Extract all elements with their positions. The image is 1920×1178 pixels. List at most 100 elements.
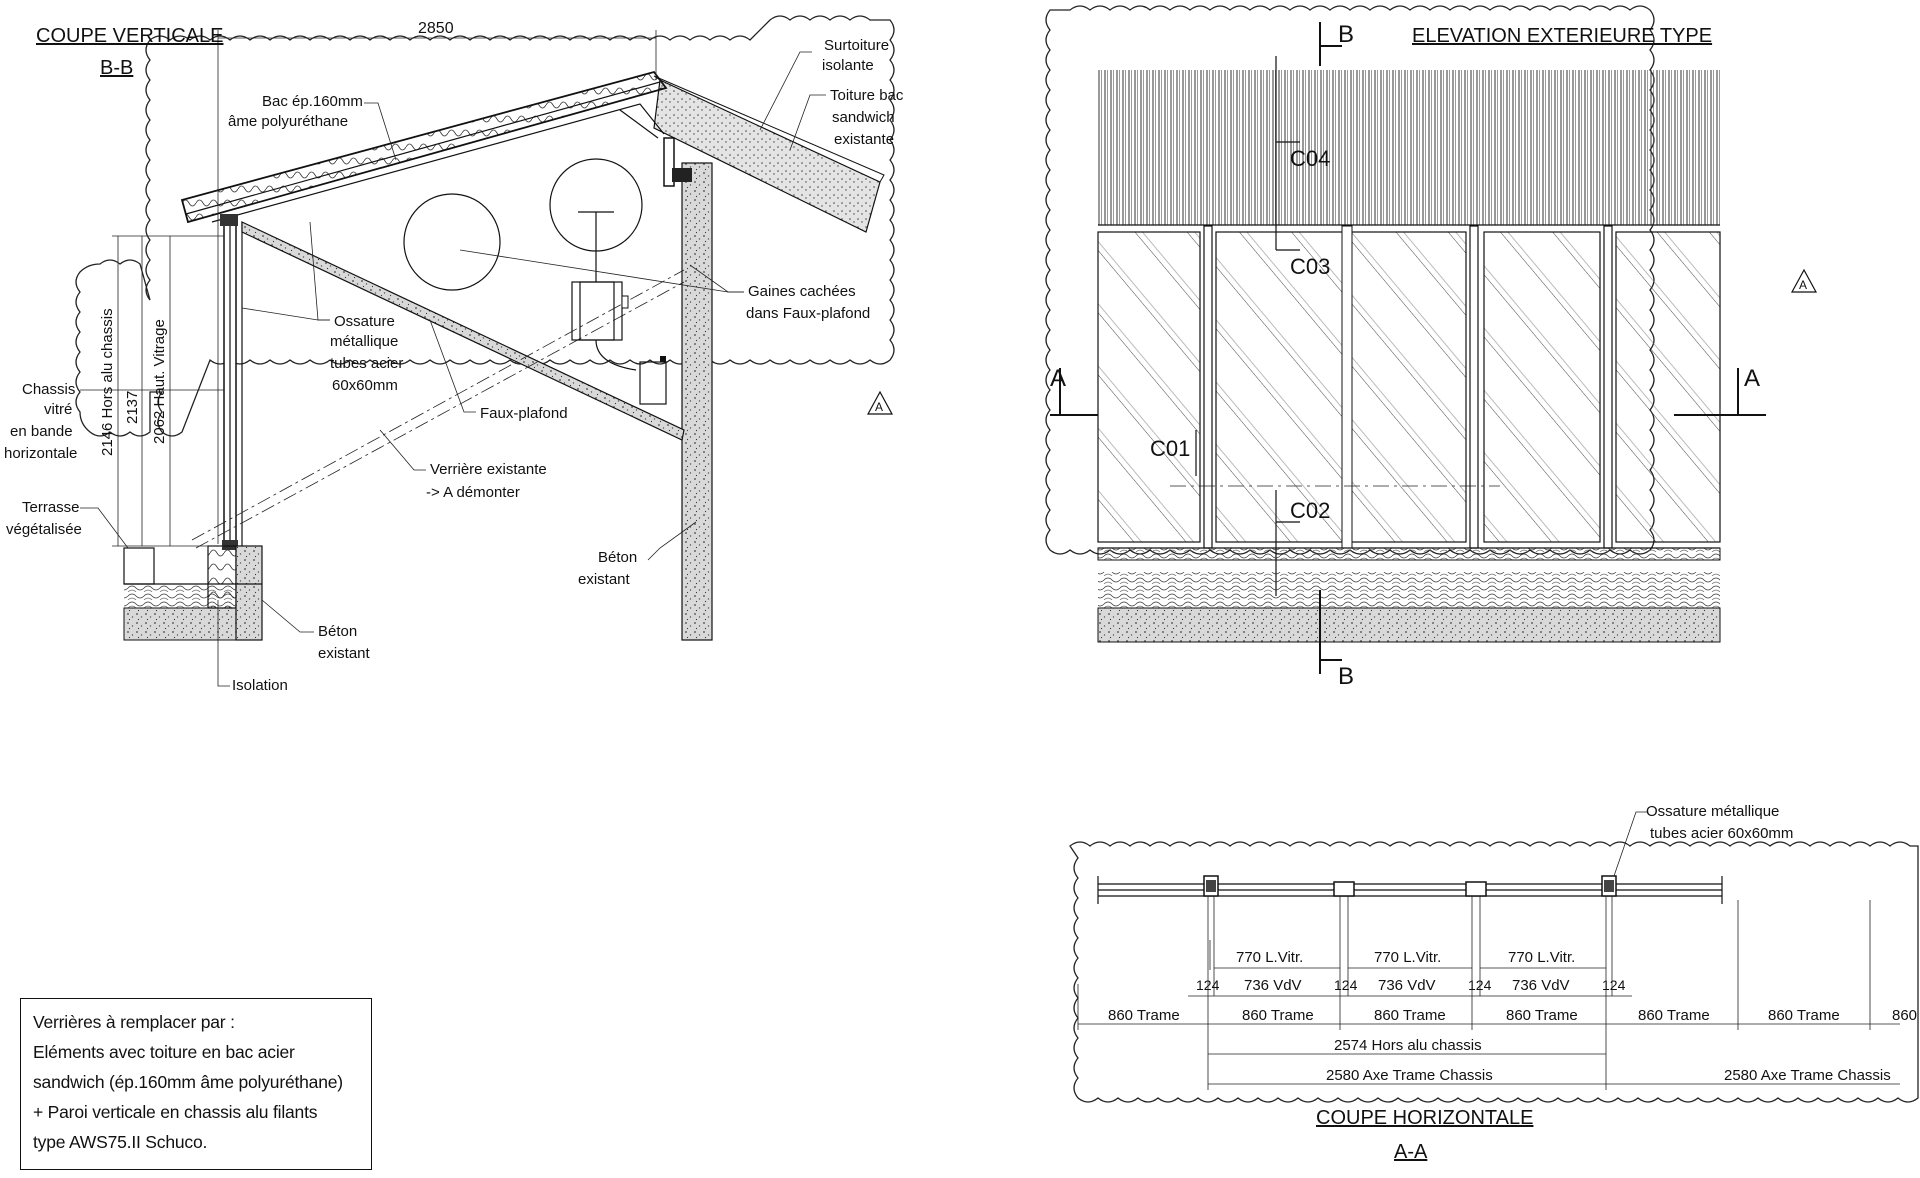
mullion (1603, 225, 1613, 549)
concrete-column (681, 162, 713, 641)
glazing-panel (1097, 231, 1201, 543)
ac-unit-inner (579, 281, 615, 341)
axe-2: 2580 Axe Trame Chassis (1724, 1067, 1891, 1084)
label-bac-2: âme polyuréthane (228, 113, 348, 130)
label-verriere-2: -> A démonter (426, 484, 520, 501)
trame-7: 860 (1892, 1007, 1917, 1024)
b-bottom-letter: B (1338, 663, 1354, 690)
note-line: Eléments avec toiture en bac acier (33, 1042, 295, 1062)
trame-3: 860 Trame (1374, 1007, 1446, 1024)
title-elevation: ELEVATION EXTERIEURE TYPE (1412, 25, 1712, 47)
leader-terrasse (80, 507, 129, 549)
trame-2: 860 Trame (1242, 1007, 1314, 1024)
duct-circle-left (403, 193, 501, 291)
lvitr-2: 770 L.Vitr. (1374, 949, 1441, 966)
steel-bracket (663, 137, 675, 187)
plan-tube (1206, 880, 1216, 892)
label-surtoiture-2: isolante (822, 57, 874, 74)
roof-purlin (211, 103, 665, 223)
roof-inner-line (185, 81, 661, 215)
frame-sill (222, 540, 238, 550)
leader-ossature-aa (1613, 811, 1648, 877)
label-beton-b-1: Béton (598, 549, 637, 566)
label-chassis-4: horizontale (4, 445, 77, 462)
upstand-insulation (207, 545, 237, 609)
leader-verriere (379, 429, 426, 471)
purlin-web (619, 109, 659, 139)
ossature-aa-2: tubes acier 60x60mm (1650, 825, 1793, 842)
glazing-panel (1483, 231, 1601, 543)
label-chassis-2: vitré (44, 401, 72, 418)
glazing-panel (1349, 231, 1467, 543)
small-124-1: 124 (1196, 977, 1220, 993)
upstand-concrete (235, 545, 263, 641)
label-beton-a-1: Béton (318, 623, 357, 640)
vdv-1: 736 VdV (1244, 977, 1302, 994)
rev-letter-bb: A (875, 400, 883, 414)
vdv-3: 736 VdV (1512, 977, 1570, 994)
dim-2137: 2137 (124, 391, 141, 424)
rev-triangle-elev (1790, 268, 1818, 293)
leader-gaines-2 (689, 264, 744, 293)
dim-2062: 2062 Haut. Vitrage (151, 319, 168, 444)
small-124-2: 124 (1334, 977, 1358, 993)
glazing-panels (1097, 231, 1721, 543)
trame-6: 860 Trame (1768, 1007, 1840, 1024)
mullion (1469, 225, 1479, 549)
frame-head (220, 214, 238, 226)
trame-5: 860 Trame (1638, 1007, 1710, 1024)
title-aa: COUPE HORIZONTALE (1316, 1107, 1533, 1129)
subtitle-aa: A-A (1394, 1141, 1428, 1163)
label-ossature-4: 60x60mm (332, 377, 398, 394)
ossature-aa-1: Ossature métallique (1646, 803, 1779, 820)
steel-plate (672, 168, 692, 182)
mullion (1203, 225, 1213, 549)
leader-bac (364, 102, 397, 161)
vdv-2: 736 VdV (1378, 977, 1436, 994)
leader-beton-a (261, 599, 314, 633)
title-bb: COUPE VERTICALE (36, 25, 223, 47)
revision-cloud-bb (75, 15, 895, 437)
label-ossature-3: tubes acier (330, 355, 403, 372)
note-line: Verrières à remplacer par : (33, 1012, 235, 1032)
label-terrasse-2: végétalisée (6, 521, 82, 538)
leader-faux (429, 319, 476, 413)
dim-2850: 2850 (418, 20, 454, 37)
label-toiture-3: existante (834, 131, 894, 148)
floor-slab (1097, 607, 1721, 643)
label-beton-a-2: existant (318, 645, 371, 662)
note-line: sandwich (ép.160mm âme polyuréthane) (33, 1072, 343, 1092)
cladding-band (1098, 70, 1720, 225)
c02-label: C02 (1290, 498, 1330, 523)
label-beton-b-2: existant (578, 571, 631, 588)
mullion (1341, 225, 1353, 549)
label-verriere-1: Verrière existante (430, 461, 547, 478)
a-left-letter: A (1050, 365, 1066, 392)
c01-label: C01 (1150, 436, 1190, 461)
small-124-3: 124 (1468, 977, 1492, 993)
label-surtoiture-1: Surtoiture (824, 37, 889, 54)
b-top-letter: B (1338, 21, 1354, 48)
lvitr-3: 770 L.Vitr. (1508, 949, 1575, 966)
leader-ossature-2 (241, 307, 330, 321)
existing-skylight-1 (191, 269, 685, 541)
note-line: + Paroi verticale en chassis alu filants (33, 1102, 318, 1122)
rev-triangle-bb (866, 390, 894, 415)
label-toiture-2: sandwich (832, 109, 895, 126)
ac-box-cap (660, 356, 666, 362)
note-line: type AWS75.II Schuco. (33, 1132, 208, 1152)
ac-pipe (595, 339, 637, 371)
ac-nozzle (621, 295, 629, 309)
lvitr-1: 770 L.Vitr. (1236, 949, 1303, 966)
label-gaines-1: Gaines cachées (748, 283, 856, 300)
sill-band (1097, 547, 1721, 561)
label-isolation: Isolation (232, 677, 288, 694)
label-ossature-1: Ossature (334, 313, 395, 330)
glazing-panel (1615, 231, 1721, 543)
plan-extension-lines (1077, 896, 1871, 1090)
dim-2146: 2146 Hors alu chassis (99, 308, 116, 456)
label-chassis-3: en bande (10, 423, 73, 440)
leader-surtoiture (759, 51, 812, 131)
section-aa: 770 L.Vitr. 770 L.Vitr. 770 L.Vitr. 736 … (1069, 803, 1919, 1163)
